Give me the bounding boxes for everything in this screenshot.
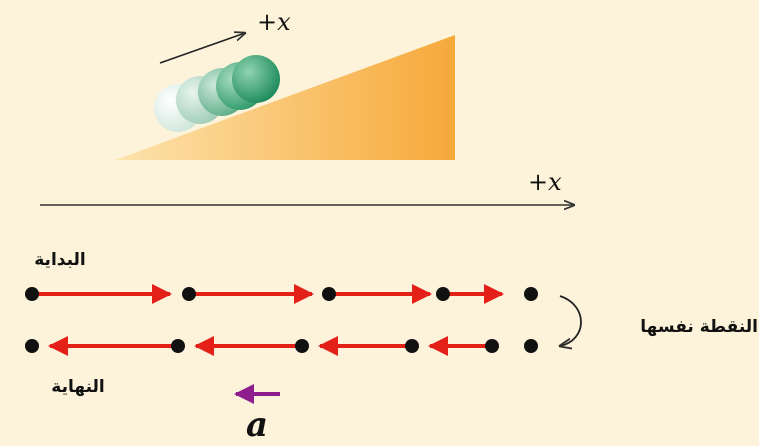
ball-positions bbox=[154, 55, 280, 132]
ball-position-5 bbox=[232, 55, 280, 103]
end-label: النهاية bbox=[51, 377, 104, 397]
position-dot bbox=[524, 287, 538, 301]
incline-axis-label: +x bbox=[257, 8, 291, 36]
position-dot bbox=[171, 339, 185, 353]
start-label: البداية bbox=[34, 250, 86, 270]
acceleration-symbol: a bbox=[246, 405, 268, 445]
position-dot bbox=[182, 287, 196, 301]
turnaround-label: النقطة نفسها bbox=[640, 317, 758, 337]
incline-axis-arrow bbox=[159, 33, 245, 64]
bottom-row-position-dots bbox=[25, 339, 538, 353]
position-dot bbox=[25, 339, 39, 353]
position-dot bbox=[25, 287, 39, 301]
horizontal-axis-label: +x bbox=[528, 168, 562, 196]
position-dot bbox=[295, 339, 309, 353]
position-dot bbox=[485, 339, 499, 353]
position-dot bbox=[405, 339, 419, 353]
position-dot bbox=[436, 287, 450, 301]
top-row-position-dots bbox=[25, 287, 538, 301]
position-dot bbox=[524, 339, 538, 353]
incline-ramp bbox=[115, 35, 455, 160]
position-dot bbox=[322, 287, 336, 301]
turnaround-arrow bbox=[560, 295, 582, 346]
